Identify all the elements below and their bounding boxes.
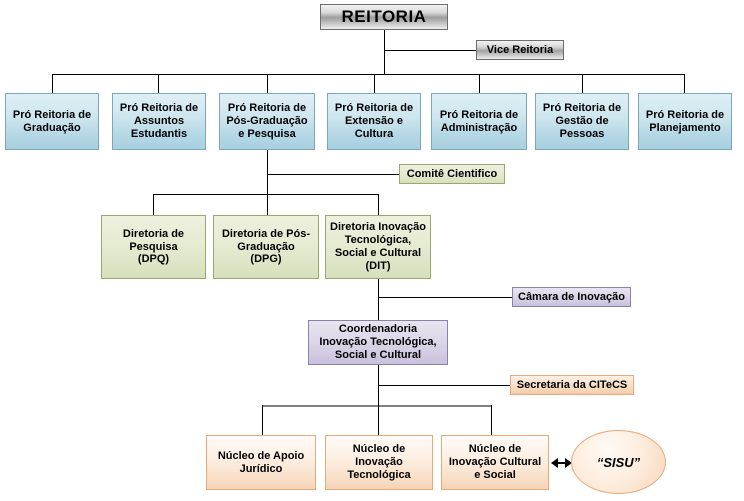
connector-drop-pro-1 (52, 74, 53, 93)
connector-vice-reitoria (384, 50, 476, 51)
connector-drop-pro-2 (158, 74, 159, 93)
node-nucleo-inovacao-tecnologica[interactable]: Núcleo de Inovação Tecnológica (325, 435, 436, 493)
node-pro-reitoria-planejamento[interactable]: Pró Reitoria de Planejamento (638, 93, 735, 153)
connector-drop-nucleo-1 (262, 405, 263, 435)
connector-drop-diretoria-3 (378, 194, 379, 215)
connector-secretaria (378, 385, 510, 386)
connector-reitoria-stem (384, 30, 385, 75)
node-pro-reitoria-extensao-cultura[interactable]: Pró Reitoria de Extensão e Cultura (327, 93, 424, 153)
arrow-tip-right-icon (565, 457, 572, 468)
node-diretoria-pesquisa[interactable]: Diretoria de Pesquisa (DPQ) (101, 215, 209, 282)
node-nucleo-inovacao-cultural-social[interactable]: Núcleo de Inovação Cultural e Social (441, 435, 552, 493)
node-vice-reitoria-label: Vice Reitoria (486, 43, 554, 56)
connector-camara-inovacao (378, 297, 512, 298)
node-reitoria[interactable]: REITORIA (320, 4, 451, 33)
node-diretoria-pos-graduacao[interactable]: Diretoria de Pós- Graduação (DPG) (213, 215, 322, 282)
node-coordenadoria-label: Coordenadoria Inovação Tecnológica, Soci… (319, 323, 437, 361)
node-pro-reitoria-extensao-cultura-label: Pró Reitoria de Extensão e Cultura (334, 102, 414, 140)
node-diretoria-pos-graduacao-label: Diretoria de Pós- Graduação (DPG) (221, 227, 311, 266)
arrow-bar (558, 461, 565, 464)
connector-stem-dit (378, 279, 379, 320)
arrow-tip-left-icon (551, 457, 558, 468)
node-secretaria-citecs[interactable]: Secretaria da CITeCS (510, 375, 637, 398)
node-sisu[interactable]: “SISU” (571, 430, 669, 497)
connector-drop-pro-5 (479, 74, 480, 93)
node-pro-reitoria-gestao-pessoas[interactable]: Pró Reitoria de Gestão de Pessoas (535, 93, 632, 153)
node-camara-inovacao[interactable]: Câmara de Inovação (512, 287, 634, 310)
connector-drop-nucleo-3 (491, 405, 492, 435)
connector-drop-pro-6 (582, 74, 583, 93)
node-nucleo-inovacao-tecnologica-label: Núcleo de Inovação Tecnológica (347, 443, 411, 481)
node-diretoria-pesquisa-label: Diretoria de Pesquisa (DPQ) (122, 227, 185, 266)
node-camara-inovacao-label: Câmara de Inovação (518, 290, 625, 303)
node-pro-reitoria-planejamento-label: Pró Reitoria de Planejamento (645, 108, 725, 134)
node-pro-reitoria-assuntos-estudantis[interactable]: Pró Reitoria de Assuntos Estudantis (112, 93, 209, 153)
connector-drop-pro-3 (267, 74, 268, 93)
node-diretoria-inovacao-label: Diretoria Inovação Tecnológica, Social e… (330, 221, 426, 272)
node-reitoria-label: REITORIA (341, 6, 427, 26)
connector-comite-cientifico (267, 174, 399, 175)
connector-drop-nucleo-2 (378, 405, 379, 435)
connector-bus-nucleos (262, 405, 492, 407)
node-comite-cientifico[interactable]: Comitê Cientifico (399, 164, 508, 187)
connector-drop-pro-7 (684, 74, 685, 93)
node-comite-cientifico-label: Comitê Cientifico (406, 167, 498, 180)
node-pro-reitoria-graduacao[interactable]: Pró Reitoria de Graduação (5, 93, 102, 153)
node-sisu-label: “SISU” (596, 454, 641, 470)
node-coordenadoria[interactable]: Coordenadoria Inovação Tecnológica, Soci… (308, 320, 451, 368)
node-pro-reitoria-assuntos-estudantis-label: Pró Reitoria de Assuntos Estudantis (119, 102, 199, 140)
node-pro-reitoria-administracao[interactable]: Pró Reitoria de Administração (431, 93, 530, 153)
node-pro-reitoria-pos-graduacao-pesquisa[interactable]: Pró Reitoria de Pós-Graduação e Pesquisa (219, 93, 318, 153)
connector-stem-pos-graduacao (267, 150, 268, 215)
node-nucleo-apoio-juridico[interactable]: Núcleo de Apoio Jurídico (206, 435, 319, 493)
connector-bus-pro-reitorias (52, 74, 684, 75)
node-pro-reitoria-gestao-pessoas-label: Pró Reitoria de Gestão de Pessoas (542, 102, 622, 140)
node-vice-reitoria[interactable]: Vice Reitoria (476, 40, 567, 63)
node-pro-reitoria-pos-graduacao-pesquisa-label: Pró Reitoria de Pós-Graduação e Pesquisa (226, 102, 308, 140)
node-diretoria-inovacao[interactable]: Diretoria Inovação Tecnológica, Social e… (325, 215, 434, 282)
connector-drop-diretoria-1 (153, 194, 154, 215)
bidirectional-arrow-icon (551, 457, 572, 468)
node-pro-reitoria-graduacao-label: Pró Reitoria de Graduação (12, 108, 92, 134)
connector-drop-pro-4 (374, 74, 375, 93)
connector-bus-diretorias (153, 194, 379, 195)
node-pro-reitoria-administracao-label: Pró Reitoria de Administração (439, 108, 519, 134)
node-nucleo-apoio-juridico-label: Núcleo de Apoio Jurídico (217, 449, 305, 475)
node-nucleo-inovacao-cultural-social-label: Núcleo de Inovação Cultural e Social (448, 443, 542, 481)
node-secretaria-citecs-label: Secretaria da CITeCS (516, 378, 628, 391)
